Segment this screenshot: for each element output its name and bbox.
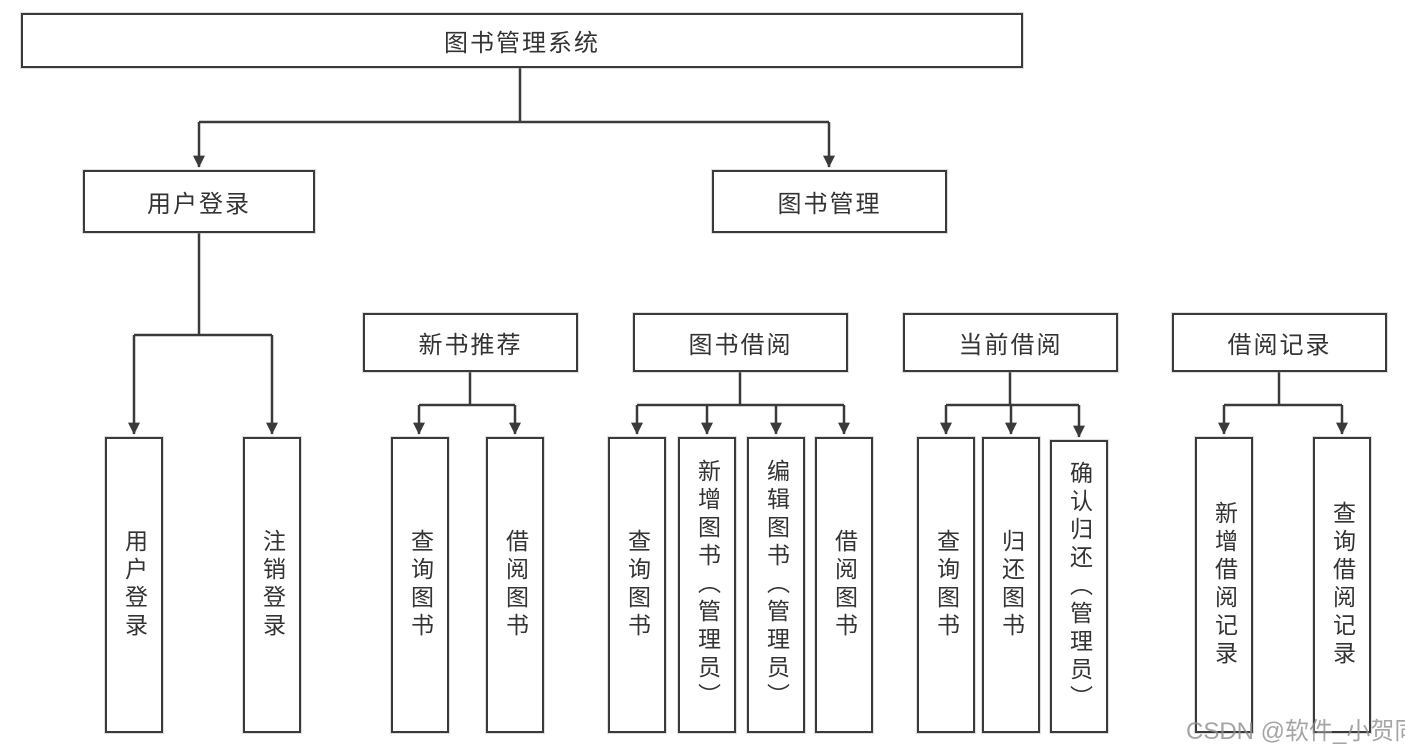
leaf-cb-return-book: 归还图书 — [982, 437, 1040, 733]
leaf-cb-query-book-label: 查询图书 — [933, 529, 960, 641]
node-current-borrowing-label: 当前借阅 — [958, 332, 1063, 359]
node-borrowing-records: 借阅记录 — [1172, 313, 1387, 372]
leaf-cb-return-book-label: 归还图书 — [998, 529, 1025, 641]
leaf-cb-confirm-return-admin: 确认归还（管理员） — [1050, 440, 1108, 733]
leaf-bb-add-book-admin-label: 新增图书（管理员） — [694, 459, 721, 711]
leaf-logout-label: 注销登录 — [259, 529, 286, 641]
node-current-borrowing: 当前借阅 — [903, 313, 1118, 372]
leaf-nbr-query-book-label: 查询图书 — [407, 529, 434, 641]
leaf-user-login-label: 用户登录 — [121, 529, 148, 641]
leaf-cb-query-book: 查询图书 — [917, 437, 975, 733]
node-book-borrowing-label: 图书借阅 — [688, 332, 793, 359]
leaf-nbr-borrow-book-label: 借阅图书 — [502, 529, 529, 641]
node-new-book-recommend: 新书推荐 — [363, 313, 578, 372]
node-user-login: 用户登录 — [83, 170, 315, 233]
leaf-br-query-record-label: 查询借阅记录 — [1329, 501, 1356, 669]
node-book-borrowing: 图书借阅 — [633, 313, 848, 372]
node-borrowing-records-label: 借阅记录 — [1227, 332, 1332, 359]
leaf-nbr-query-book: 查询图书 — [391, 437, 449, 733]
leaf-bb-query-book-label: 查询图书 — [624, 529, 651, 641]
node-book-management-label: 图书管理 — [777, 191, 882, 218]
leaf-br-add-record-label: 新增借阅记录 — [1211, 501, 1238, 669]
leaf-bb-add-book-admin: 新增图书（管理员） — [678, 437, 736, 733]
leaf-logout: 注销登录 — [243, 437, 301, 733]
leaf-br-query-record: 查询借阅记录 — [1313, 437, 1371, 733]
leaf-bb-edit-book-admin-label: 编辑图书（管理员） — [763, 459, 790, 711]
connector-lines — [127, 68, 1349, 438]
leaf-bb-borrow-book-label: 借阅图书 — [831, 529, 858, 641]
leaf-bb-query-book: 查询图书 — [608, 437, 666, 733]
leaf-bb-edit-book-admin: 编辑图书（管理员） — [747, 437, 805, 733]
watermark: CSDN @软件_小贺同学 — [1186, 718, 1405, 745]
node-book-management: 图书管理 — [712, 170, 947, 233]
leaf-cb-confirm-return-admin-label: 确认归还（管理员） — [1066, 460, 1093, 713]
node-user-login-label: 用户登录 — [147, 191, 251, 218]
leaf-nbr-borrow-book: 借阅图书 — [486, 437, 544, 733]
leaf-br-add-record: 新增借阅记录 — [1195, 437, 1253, 733]
node-new-book-recommend-label: 新书推荐 — [418, 332, 523, 359]
leaf-user-login: 用户登录 — [105, 437, 163, 733]
node-root-label: 图书管理系统 — [444, 30, 600, 57]
leaf-bb-borrow-book: 借阅图书 — [815, 437, 873, 733]
node-root: 图书管理系统 — [21, 13, 1023, 68]
